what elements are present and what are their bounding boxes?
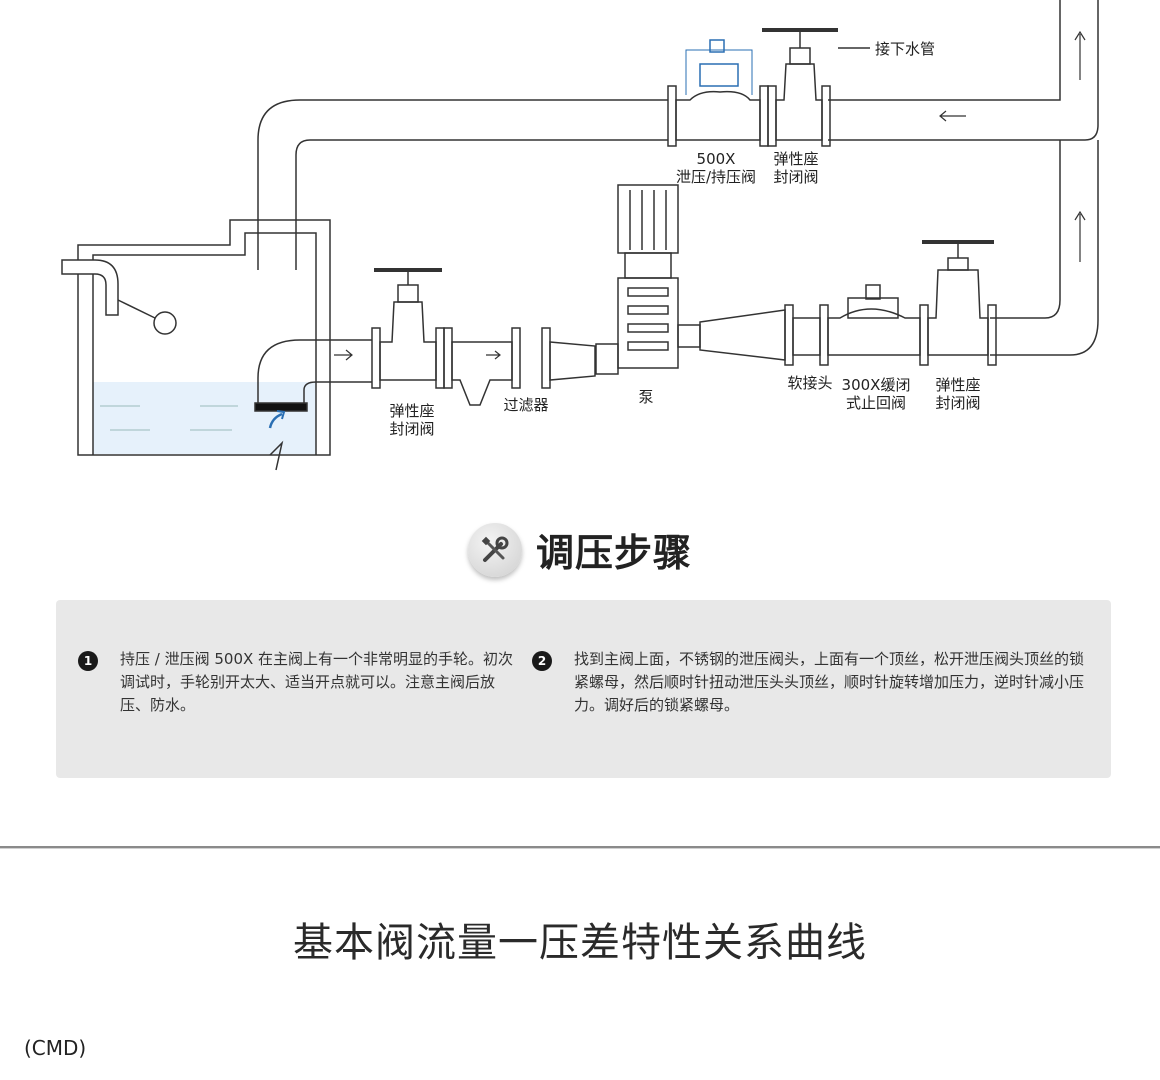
label-gate-in-1: 弹性座 <box>389 402 434 420</box>
step-text: 找到主阀上面，不锈钢的泄压阀头，上面有一个顶丝，松开泄压阀头顶丝的锁紧螺母，然后… <box>574 650 1085 714</box>
pump <box>595 184 679 375</box>
model-label: (CMD) <box>24 1036 87 1060</box>
step-item: 1 持压 / 泄压阀 500X 在主阀上有一个非常明显的手轮。初次调试时，手轮别… <box>78 648 518 717</box>
label-500x-name: 泄压/持压阀 <box>676 168 756 186</box>
section-divider <box>0 846 1160 849</box>
steps-title: 调压步骤 <box>535 531 692 575</box>
step-number: 1 <box>78 651 98 671</box>
pipeline-diagram: 接下水管 500X 泄压/持压阀 弹性座 封闭阀 弹性座 封闭阀 过滤器 泵 软… <box>61 0 1099 471</box>
gate-valve-top <box>762 28 870 147</box>
label-pump: 泵 <box>638 388 653 406</box>
filter <box>443 327 596 406</box>
label-gate-out-1: 弹性座 <box>935 376 980 394</box>
gate-valve-outlet <box>922 240 997 366</box>
label-gate-top-2: 封闭阀 <box>773 168 818 186</box>
label-gate-top-1: 弹性座 <box>773 150 818 168</box>
step-text: 持压 / 泄压阀 500X 在主阀上有一个非常明显的手轮。初次调试时，手轮别开太… <box>120 650 514 714</box>
steps-panel: 1 持压 / 泄压阀 500X 在主阀上有一个非常明显的手轮。初次调试时，手轮别… <box>56 600 1111 778</box>
label-gate-out-2: 封闭阀 <box>935 394 980 412</box>
wrench-screwdriver-icon <box>467 522 522 577</box>
curve-section-title: 基本阀流量一压差特性关系曲线 <box>293 920 867 966</box>
soft-joint-check-valve <box>677 284 929 366</box>
steps-header: 调压步骤 <box>0 522 1160 577</box>
suction-pipe <box>254 339 372 429</box>
label-gate-in-2: 封闭阀 <box>389 420 434 438</box>
float-valve <box>61 259 177 335</box>
step-item: 2 找到主阀上面，不锈钢的泄压阀头，上面有一个顶丝，松开泄压阀头顶丝的锁紧螺母，… <box>532 648 1092 717</box>
water-tank <box>77 219 331 471</box>
flow-arrow-icon <box>334 30 1086 361</box>
label-drain-pipe: 接下水管 <box>875 40 935 58</box>
return-pipe <box>257 0 1099 356</box>
float-ball-icon <box>153 311 177 335</box>
label-check-valve-2: 式止回阀 <box>846 394 906 412</box>
valve-500x <box>667 39 769 147</box>
label-500x-code: 500X <box>697 150 736 168</box>
label-soft-joint: 软接头 <box>787 374 832 392</box>
label-filter: 过滤器 <box>503 396 548 414</box>
label-check-valve-1: 300X缓闭 <box>842 376 911 394</box>
gate-valve-inlet <box>371 268 445 389</box>
step-number: 2 <box>532 651 552 671</box>
